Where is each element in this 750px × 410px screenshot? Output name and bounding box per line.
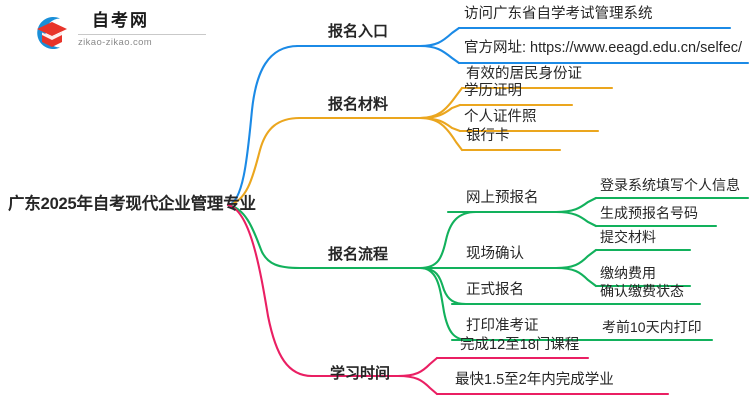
- branch-node-registration-process[interactable]: 报名流程: [328, 246, 389, 263]
- logo-domain: zikao-zikao.com: [78, 37, 153, 48]
- leaf-node-pay-fees[interactable]: 缴纳费用: [600, 265, 656, 281]
- leaf-node-id-photo[interactable]: 个人证件照: [464, 109, 537, 125]
- subbranch-node-onsite-confirmation[interactable]: 现场确认: [466, 246, 524, 262]
- subbranch-node-print-admission-ticket[interactable]: 打印准考证: [466, 318, 539, 334]
- leaf-node-confirm-payment-status[interactable]: 确认缴费状态: [600, 283, 684, 299]
- leaf-node-bank-card[interactable]: 银行卡: [466, 128, 510, 144]
- connector-branch-registration-materials: [226, 86, 614, 207]
- graduation-cap-logo-icon: [37, 16, 67, 50]
- leaf-node-generate-number[interactable]: 生成预报名号码: [600, 205, 698, 221]
- logo-title: 自考网: [92, 11, 149, 30]
- logo-wordmark: 自考网 zikao-zikao.com: [78, 12, 206, 54]
- mindmap-root-node[interactable]: 广东2025年自考现代企业管理专业: [8, 195, 256, 213]
- leaf-node-submit-materials[interactable]: 提交材料: [600, 229, 656, 245]
- leaf-node-print-10-days-before[interactable]: 考前10天内打印: [602, 319, 702, 335]
- subbranch-node-formal-registration[interactable]: 正式报名: [466, 282, 524, 298]
- logo-divider: [78, 34, 206, 35]
- subbranch-node-online-pre-registration[interactable]: 网上预报名: [466, 190, 539, 206]
- leaf-node-id-card[interactable]: 有效的居民身份证: [466, 66, 582, 82]
- leaf-node-visit-system[interactable]: 访问广东省自学考试管理系统: [464, 6, 653, 22]
- leaf-node-official-url[interactable]: 官方网址: https://www.eeagd.edu.cn/selfec/: [464, 40, 743, 56]
- leaf-node-fill-personal-info[interactable]: 登录系统填写个人信息: [600, 177, 740, 193]
- leaf-node-course-count[interactable]: 完成12至18门课程: [460, 337, 580, 353]
- leaf-node-education-certificate[interactable]: 学历证明: [464, 83, 522, 99]
- site-logo[interactable]: 自考网 zikao-zikao.com: [30, 11, 210, 57]
- branch-node-registration-entry[interactable]: 报名入口: [328, 23, 389, 40]
- branch-node-registration-materials[interactable]: 报名材料: [328, 96, 389, 113]
- branch-node-study-duration[interactable]: 学习时间: [330, 365, 391, 382]
- leaf-node-fastest-completion[interactable]: 最快1.5至2年内完成学业: [455, 372, 614, 388]
